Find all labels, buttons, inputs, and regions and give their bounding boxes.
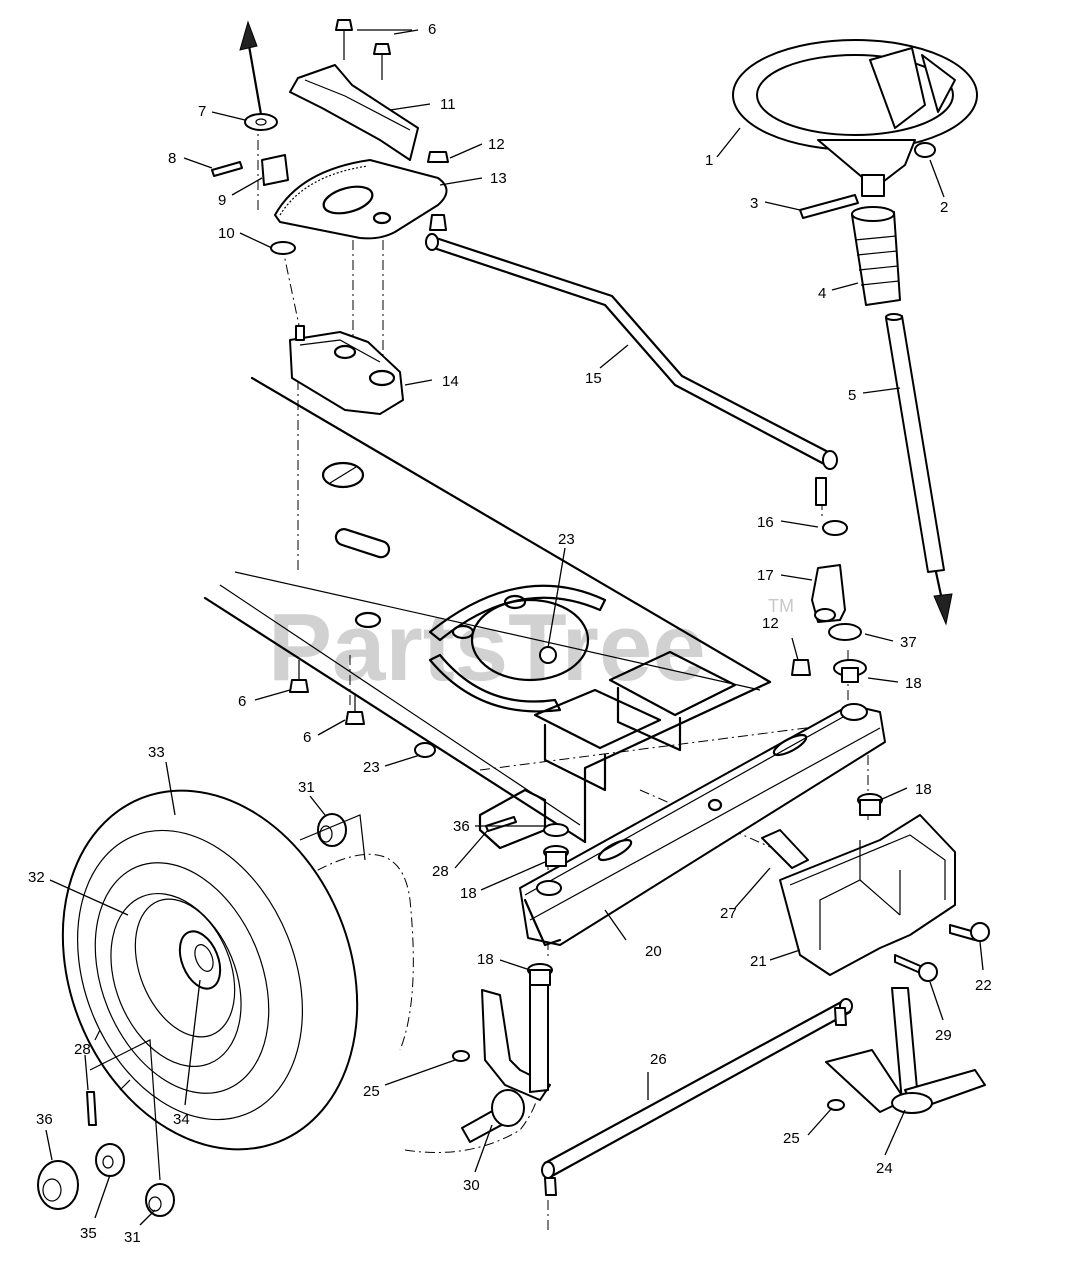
callout-22: 22: [975, 977, 992, 994]
callout-6-left: 6: [238, 693, 246, 710]
callout-37: 37: [900, 634, 917, 651]
callout-18-bottom: 18: [477, 951, 494, 968]
callout-20: 20: [645, 943, 662, 960]
callout-33: 33: [148, 744, 165, 761]
callout-16: 16: [757, 514, 774, 531]
part-15-drag-link: [426, 244, 828, 467]
callout-17: 17: [757, 567, 774, 584]
part-1-steering-wheel: [732, 39, 978, 219]
part-14-housing: [289, 325, 404, 415]
callout-27: 27: [720, 905, 737, 922]
wheel-hardware: [37, 813, 517, 1217]
callout-36-mid: 36: [453, 818, 470, 835]
part-11-bracket: [289, 64, 419, 161]
bushings-18: [527, 659, 883, 986]
callout-18-right: 18: [905, 675, 922, 692]
callout-15: 15: [585, 370, 602, 387]
callout-12-right: 12: [762, 615, 779, 632]
callout-7: 7: [198, 103, 206, 120]
callout-9: 9: [218, 192, 226, 209]
callout-29: 29: [935, 1027, 952, 1044]
callout-21: 21: [750, 953, 767, 970]
callout-5: 5: [848, 387, 856, 404]
callout-32: 32: [28, 869, 45, 886]
callout-28-bottom: 28: [74, 1041, 91, 1058]
callout-10: 10: [218, 225, 235, 242]
part-4-boot: [851, 206, 901, 306]
watermark-trademark: TM: [768, 596, 794, 616]
callout-8: 8: [168, 150, 176, 167]
callout-25-left: 25: [363, 1083, 380, 1100]
callout-6-top: 6: [428, 21, 436, 38]
callout-3: 3: [750, 195, 758, 212]
part-17-steering-arm: [791, 477, 862, 676]
part-5-steering-shaft: [885, 313, 953, 626]
callout-26: 26: [650, 1051, 667, 1068]
callout-18-mid: 18: [460, 885, 477, 902]
callout-28-mid: 28: [432, 863, 449, 880]
part-13-sector-gear: [274, 159, 448, 240]
part-30-spindle-left: [452, 984, 551, 1143]
callout-23-top: 23: [558, 531, 575, 548]
callout-25-right: 25: [783, 1130, 800, 1147]
callout-35: 35: [80, 1225, 97, 1242]
watermark: PartsTree TM: [268, 594, 794, 701]
callout-14: 14: [442, 373, 459, 390]
callout-34: 34: [173, 1111, 190, 1128]
callout-31-top: 31: [298, 779, 315, 796]
callout-labels: 1 2 3 4 5 6 6 6 6 7 8 9 10 11 12 12 13 1…: [28, 21, 992, 1246]
frame-hardware: [289, 646, 557, 758]
callout-24: 24: [876, 1160, 893, 1177]
callout-36-bottom: 36: [36, 1111, 53, 1128]
part-26-tie-rod: [541, 998, 853, 1196]
callout-31-bottom: 31: [124, 1229, 141, 1246]
callout-18-lower: 18: [915, 781, 932, 798]
leader-lines: [45, 29, 984, 1226]
part-20-axle-channel: [519, 703, 886, 947]
callout-13: 13: [490, 170, 507, 187]
callout-30: 30: [463, 1177, 480, 1194]
callout-2: 2: [940, 199, 948, 216]
callout-6-mid: 6: [303, 729, 311, 746]
callout-11: 11: [440, 96, 456, 113]
part-27-key: [761, 829, 809, 869]
top-hardware: [211, 19, 449, 255]
callout-1: 1: [705, 152, 713, 169]
callout-12-top: 12: [488, 136, 505, 153]
frame-plate: [203, 376, 772, 850]
watermark-text: PartsTree: [268, 594, 706, 701]
part-24-spindle-right: [825, 987, 986, 1114]
callout-23-left: 23: [363, 759, 380, 776]
part-21-bracket: [779, 814, 990, 982]
callout-4: 4: [818, 285, 826, 302]
up-arrow: [239, 20, 264, 122]
part-33-wheel: [61, 789, 359, 1151]
